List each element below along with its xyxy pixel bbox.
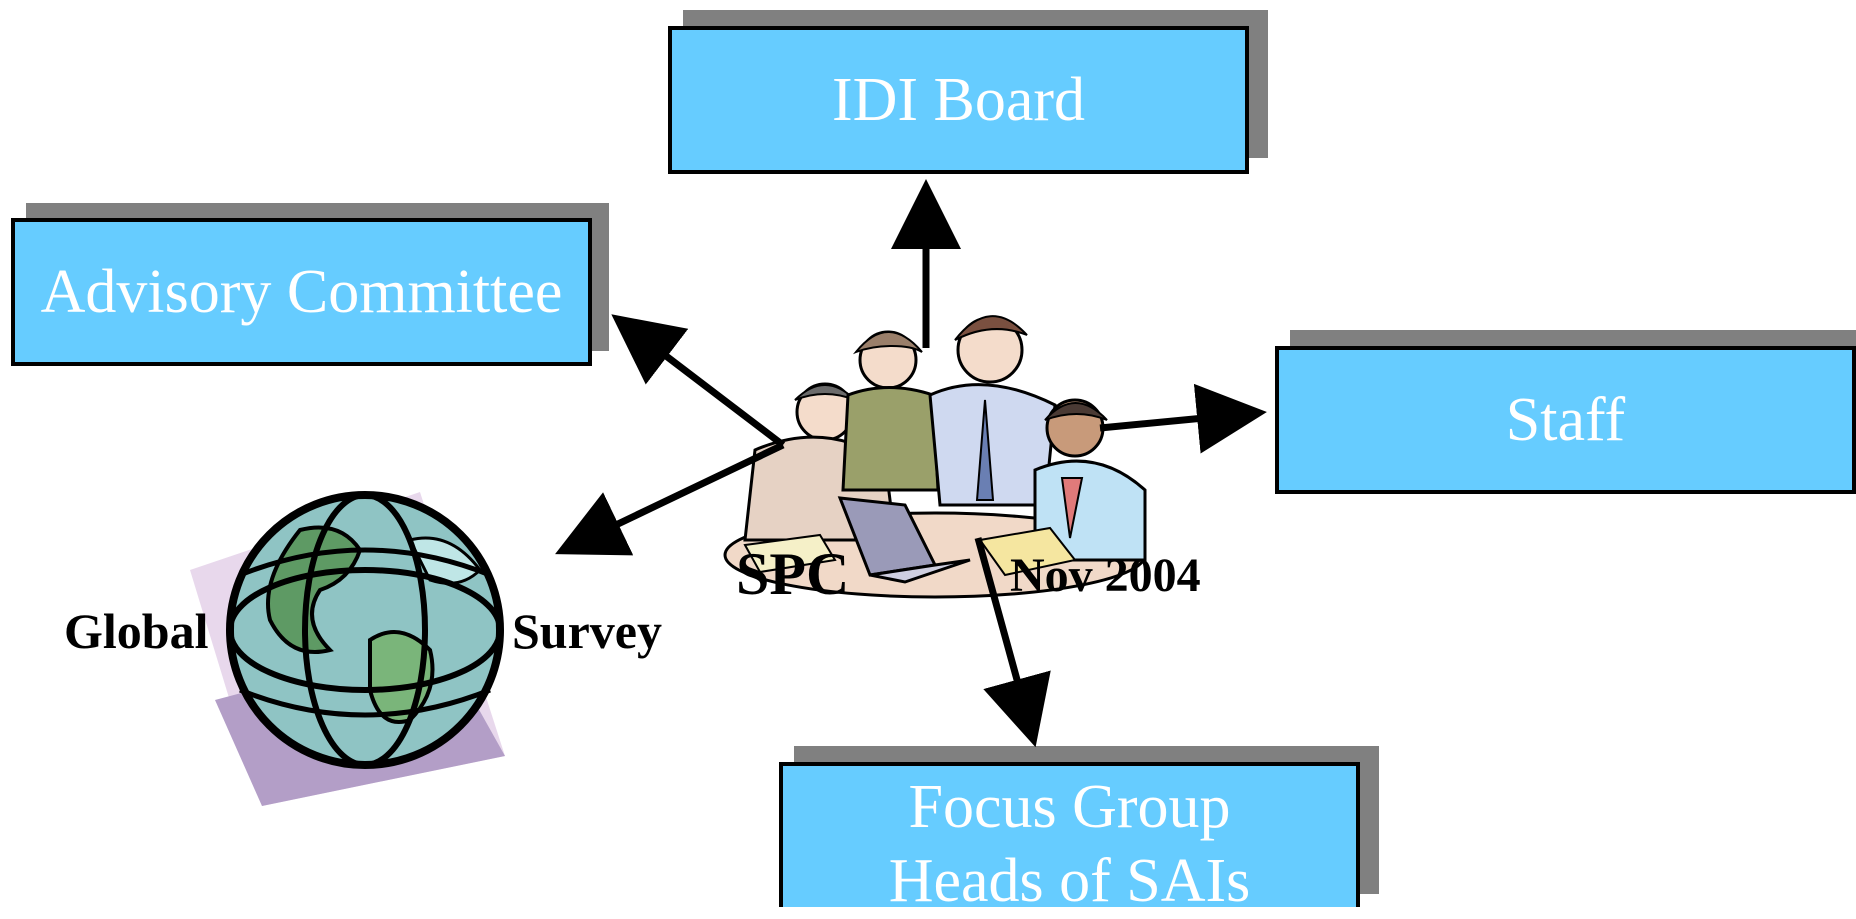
globe-icon bbox=[190, 491, 505, 806]
arrow-to-global-survey bbox=[555, 441, 785, 556]
advisory-committee-box: Advisory Committee bbox=[11, 218, 592, 366]
survey-label: Survey bbox=[512, 603, 662, 659]
arrow-to-staff bbox=[1099, 383, 1267, 454]
global-label: Global bbox=[64, 603, 209, 659]
arrow-to-focus-group bbox=[974, 537, 1051, 748]
staff-box: Staff bbox=[1275, 346, 1856, 494]
staff-label: Staff bbox=[1505, 385, 1626, 454]
people-meeting-laptop-icon bbox=[723, 315, 1147, 599]
date-label: Nov 2004 bbox=[1010, 549, 1201, 602]
idi-board-box: IDI Board bbox=[668, 26, 1249, 174]
focus-group-label-line2: Heads of SAIs bbox=[888, 847, 1251, 916]
arrow-to-advisory bbox=[611, 314, 786, 448]
focus-group-label-line1: Focus Group bbox=[908, 773, 1231, 841]
idi-board-label: IDI Board bbox=[831, 65, 1086, 134]
advisory-committee-label: Advisory Committee bbox=[40, 257, 563, 326]
focus-group-box: Focus Group Heads of SAIs bbox=[779, 762, 1360, 915]
spc-label: SPC bbox=[736, 541, 850, 607]
